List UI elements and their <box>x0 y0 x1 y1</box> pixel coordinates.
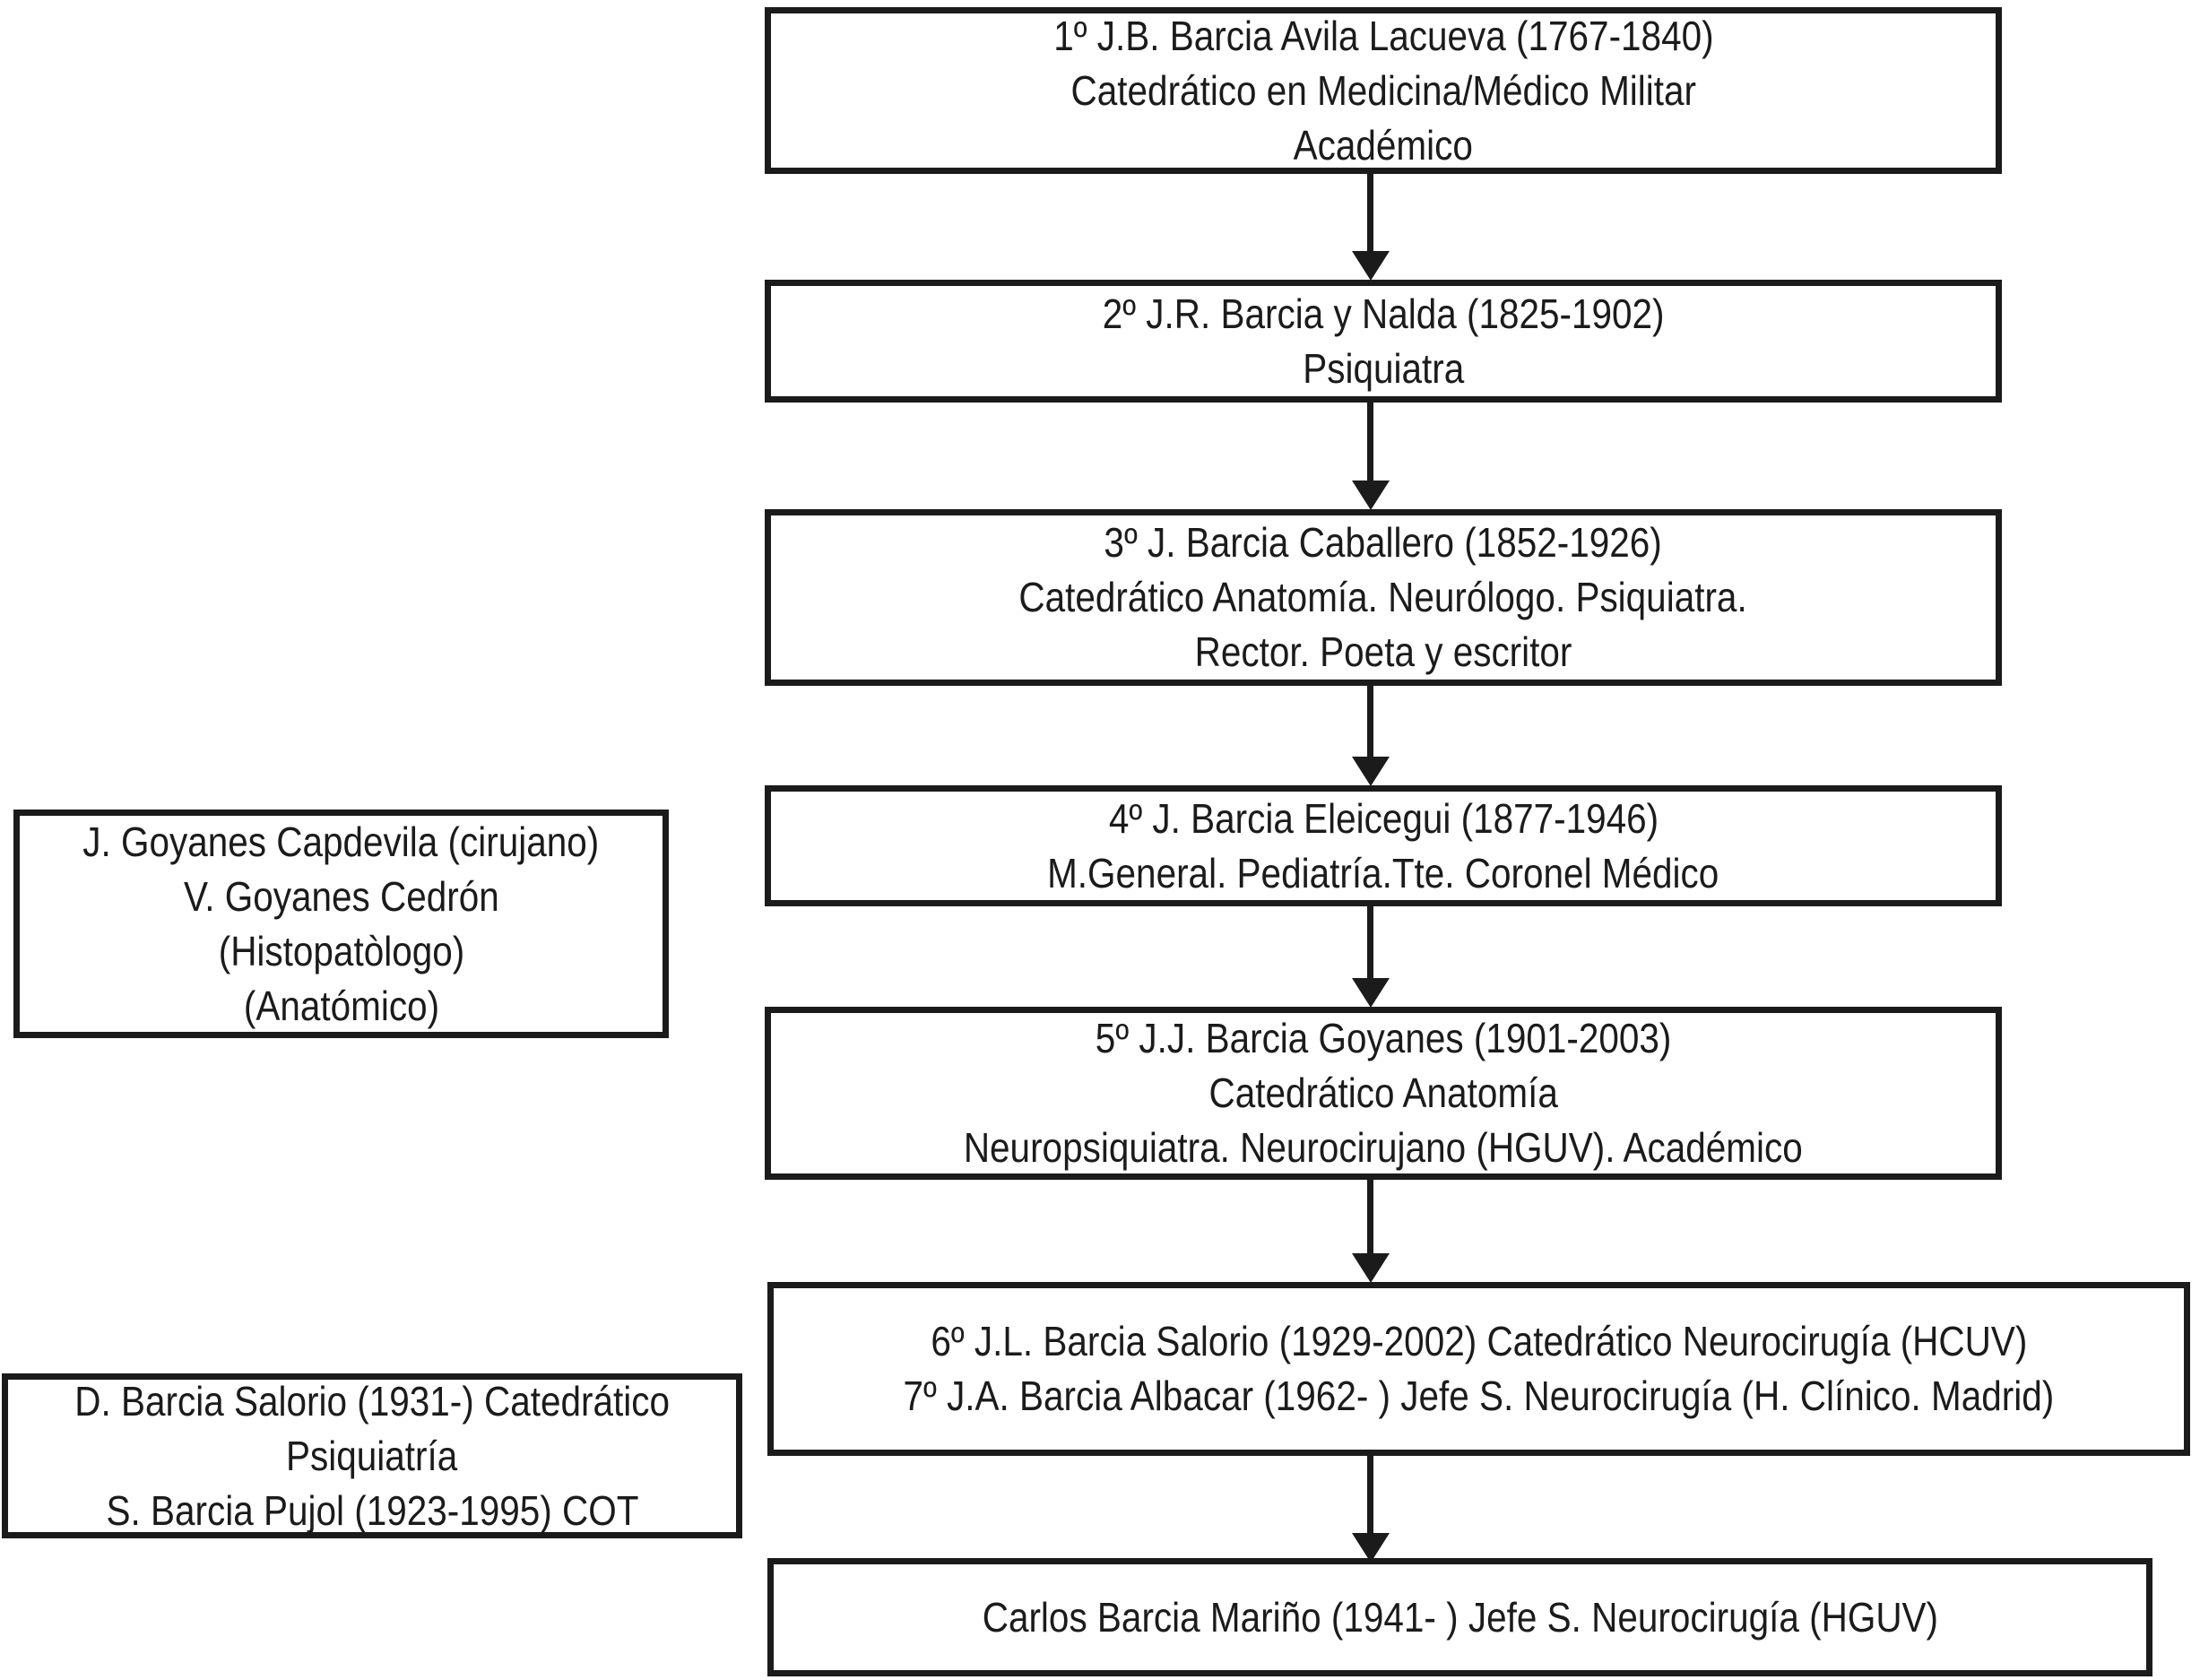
down-arrow-icon <box>1352 757 1390 786</box>
box-text-line: V. Goyanes Cedrón <box>183 872 499 920</box>
box-text-line: 5º J.J. Barcia Goyanes (1901-2003) <box>1095 1015 1672 1061</box>
generation-box-2: 2º J.R. Barcia y Nalda (1825-1902) Psiqu… <box>765 280 2002 403</box>
box-text-line: M.General. Pediatría.Tte. Coronel Médico <box>1047 849 1719 896</box>
box-text-line: (Histopatòlogo) <box>218 927 464 974</box>
box-text-line: Rector. Poeta y escritor <box>1194 628 1572 675</box>
box-text-line: Catedrático Anatomía. Neurólogo. Psiquia… <box>1018 574 1748 620</box>
box-text-line: 1º J.B. Barcia Avila Lacueva (1767-1840) <box>1052 12 1714 59</box>
generation-box-3: 3º J. Barcia Caballero (1852-1926) Cated… <box>765 509 2002 686</box>
generation-box-1: 1º J.B. Barcia Avila Lacueva (1767-1840)… <box>765 7 2002 174</box>
down-arrow-icon <box>1352 481 1390 510</box>
generation-box-5: 5º J.J. Barcia Goyanes (1901-2003) Cated… <box>765 1007 2002 1180</box>
down-arrow-icon <box>1352 1253 1390 1283</box>
box-text-line: Académico <box>1293 121 1474 169</box>
box-text-line: 4º J. Barcia Eleicegui (1877-1946) <box>1108 794 1659 842</box>
generation-box-8: Carlos Barcia Mariño (1941- ) Jefe S. Ne… <box>767 1558 2152 1676</box>
connector-line <box>1367 1176 1373 1257</box>
connector-line <box>1367 399 1373 484</box>
generation-box-6-7: 6º J.L. Barcia Salorio (1929-2002) Cated… <box>767 1282 2190 1456</box>
box-text-line: Carlos Barcia Mariño (1941- ) Jefe S. Ne… <box>982 1593 1938 1641</box>
side-box-barcia-salorio-relatives: D. Barcia Salorio (1931-) Catedrático Ps… <box>2 1373 742 1538</box>
connector-line <box>1367 682 1373 760</box>
box-text-line: S. Barcia Pujol (1923-1995) COT <box>105 1486 638 1534</box>
box-text-line: Catedrático en Medicina/Médico Militar <box>1070 66 1696 114</box>
box-text-line: 7º J.A. Barcia Albacar (1962- ) Jefe S. … <box>903 1373 2055 1419</box>
box-text-line: Psiquiatra <box>1302 344 1465 392</box>
box-text-line: D. Barcia Salorio (1931-) Catedrático <box>74 1377 670 1425</box>
box-text-line: 2º J.R. Barcia y Nalda (1825-1902) <box>1102 290 1665 337</box>
box-text-line: Neuropsiquiatra. Neurocirujano (HGUV). A… <box>964 1124 1803 1171</box>
generation-box-4: 4º J. Barcia Eleicegui (1877-1946) M.Gen… <box>765 785 2002 906</box>
down-arrow-icon <box>1352 1533 1390 1563</box>
box-text-line: 3º J. Barcia Caballero (1852-1926) <box>1104 519 1663 566</box>
down-arrow-icon <box>1352 251 1390 281</box>
connector-line <box>1367 1452 1373 1537</box>
box-text-line: Catedrático Anatomía <box>1208 1069 1558 1116</box>
box-text-line: (Anatómico) <box>243 982 439 1029</box>
side-box-goyanes-relatives: J. Goyanes Capdevila (cirujano) V. Goyan… <box>13 810 669 1038</box>
connector-line <box>1367 903 1373 982</box>
box-text-line: Psiquiatría <box>286 1432 458 1479</box>
down-arrow-icon <box>1352 978 1390 1008</box>
connector-line <box>1367 173 1373 255</box>
box-text-line: J. Goyanes Capdevila (cirujano) <box>82 818 600 865</box>
box-text-line: 6º J.L. Barcia Salorio (1929-2002) Cated… <box>931 1318 2027 1364</box>
